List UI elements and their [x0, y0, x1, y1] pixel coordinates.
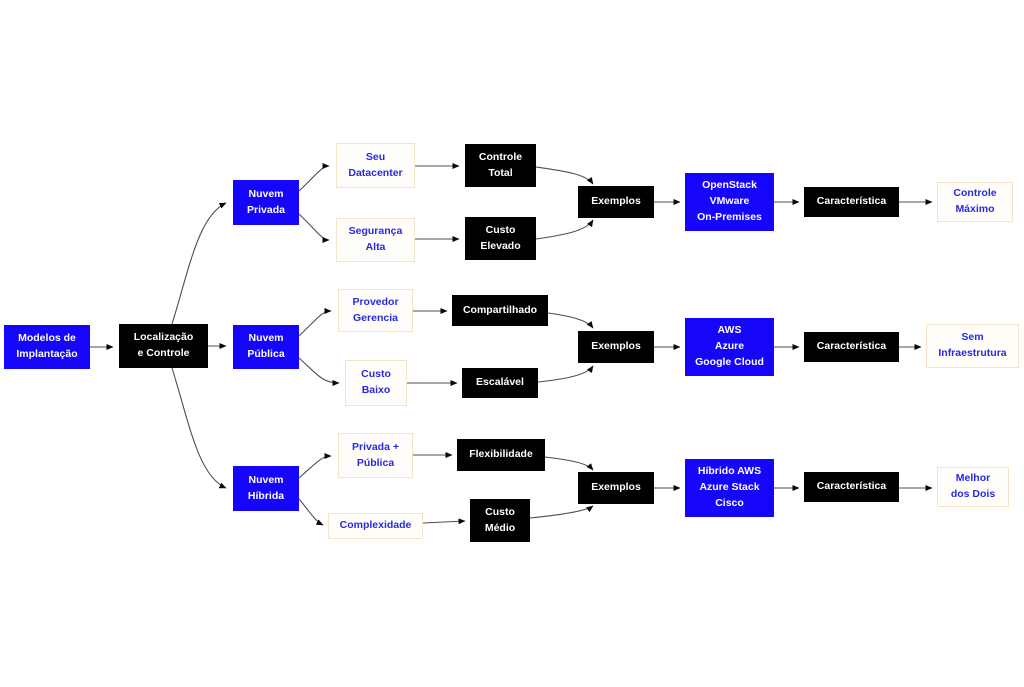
edge-hub-hibrida: [171, 367, 227, 489]
edge-attr2-exemplos-r3: [529, 505, 594, 519]
node-aws-azure-googlecloud: AWS Azure Google Cloud: [685, 318, 774, 376]
node-seu-datacenter: Seu Datacenter: [336, 143, 415, 188]
node-custo-elevado: Custo Elevado: [465, 217, 536, 260]
edge-publica-trait1: [298, 308, 332, 337]
node-localizacao-e-controle: Localização e Controle: [119, 324, 208, 368]
node-controle-total: Controle Total: [465, 144, 536, 187]
edge-privada-trait2: [298, 213, 330, 243]
node-exemplos-publica: Exemplos: [578, 331, 654, 363]
node-provedor-gerencia: Provedor Gerencia: [338, 289, 413, 332]
node-nuvem-publica: Nuvem Pública: [233, 325, 299, 369]
node-openstack-vmware-onpremises: OpenStack VMware On-Premises: [685, 173, 774, 231]
node-custo-medio: Custo Médio: [470, 499, 530, 542]
node-privada-publica: Privada + Pública: [338, 433, 413, 478]
node-modelos-de-implantacao: Modelos de Implantação: [4, 325, 90, 369]
node-controle-maximo: Controle Máximo: [937, 182, 1013, 222]
edge-trait2-attr2-r3: [422, 518, 466, 525]
node-hibrido-aws-azurestack-cisco: Híbrido AWS Azure Stack Cisco: [685, 459, 774, 517]
edge-hibrida-trait1: [298, 453, 332, 479]
edge-hub-privada: [171, 202, 227, 325]
edge-privada-trait1: [298, 163, 330, 192]
edge-publica-trait2: [298, 357, 340, 386]
node-caracteristica-publica: Característica: [804, 332, 899, 362]
node-exemplos-hibrida: Exemplos: [578, 472, 654, 504]
edge-attr2-exemplos-r2: [537, 365, 594, 383]
edge-hibrida-trait2: [298, 498, 324, 526]
node-flexibilidade: Flexibilidade: [457, 439, 545, 471]
node-exemplos-privada: Exemplos: [578, 186, 654, 218]
node-nuvem-hibrida: Nuvem Híbrida: [233, 466, 299, 511]
node-nuvem-privada: Nuvem Privada: [233, 180, 299, 225]
edge-attr2-exemplos-r1: [535, 219, 594, 240]
node-sem-infraestrutura: Sem Infraestrutura: [926, 324, 1019, 368]
node-escalavel: Escalável: [462, 368, 538, 398]
edge-attr1-exemplos-r2: [547, 312, 594, 329]
edge-attr1-exemplos-r1: [535, 166, 594, 185]
node-custo-baixo: Custo Baixo: [345, 360, 407, 406]
node-caracteristica-hibrida: Característica: [804, 472, 899, 502]
node-compartilhado: Compartilhado: [452, 295, 548, 326]
node-caracteristica-privada: Característica: [804, 187, 899, 217]
node-seguranca-alta: Segurança Alta: [336, 218, 415, 262]
node-complexidade: Complexidade: [328, 513, 423, 539]
node-melhor-dos-dois: Melhor dos Dois: [937, 467, 1009, 507]
edge-attr1-exemplos-r3: [544, 456, 594, 471]
